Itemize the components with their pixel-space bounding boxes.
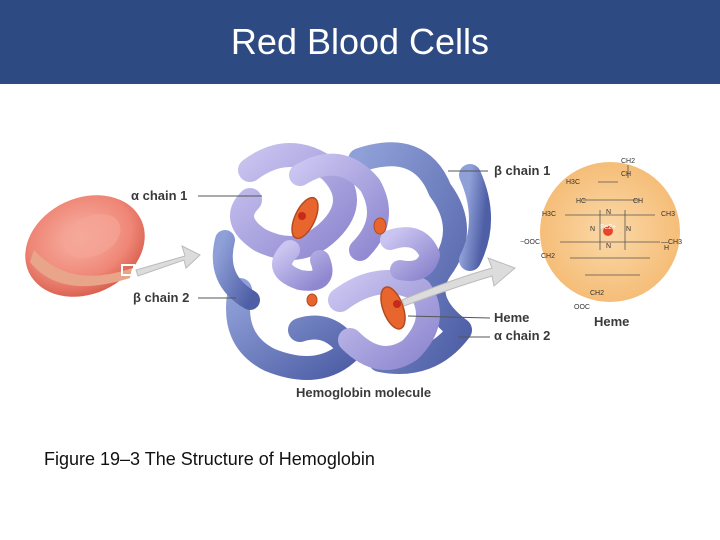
chem-fe: Fe2+ xyxy=(600,224,616,231)
chem-h3c-left: H3C xyxy=(542,211,556,218)
chem-n2: N xyxy=(590,226,595,233)
arrow-heme-to-detail xyxy=(401,257,516,307)
leader-lines xyxy=(198,170,491,338)
label-hemoglobin-molecule: Hemoglobin molecule xyxy=(296,385,431,400)
red-blood-cell xyxy=(25,195,145,297)
arrow-rbc-to-molecule xyxy=(135,245,201,277)
label-beta-chain-2: β chain 2 xyxy=(133,290,189,305)
heme-groups xyxy=(291,196,406,330)
slide-title: Red Blood Cells xyxy=(230,21,490,62)
chem-h3c-top: H3C xyxy=(566,179,580,186)
label-heme: Heme xyxy=(494,310,529,325)
hemoglobin-molecule xyxy=(212,142,491,380)
chem-ch-right: CH xyxy=(633,198,643,205)
chem-ch-top: CH xyxy=(621,171,631,178)
label-heme-detail: Heme xyxy=(594,314,629,329)
figure-caption: Figure 19–3 The Structure of Hemoglobin xyxy=(44,449,375,469)
chem-ch2-top: CH2 xyxy=(621,158,635,165)
chem-n4: N xyxy=(606,243,611,250)
chem-ooc-left: −OOC xyxy=(520,239,540,246)
chem-ch2-bottom: CH2 xyxy=(590,290,604,297)
heme-structure-detail: CH2 CH H3C H3C CH3 HC CH −OOC CH2 Fe2+ N… xyxy=(520,158,682,329)
chem-ooc-bottom: OOC xyxy=(574,304,590,311)
label-alpha-chain-1: α chain 1 xyxy=(131,188,187,203)
label-alpha-chain-2: α chain 2 xyxy=(494,328,550,343)
chem-hc: HC xyxy=(576,198,586,205)
title-bar xyxy=(0,0,720,84)
chem-n3: N xyxy=(626,226,631,233)
chem-h: H xyxy=(664,245,669,252)
chem-ch3-right: CH3 xyxy=(661,211,675,218)
chem-ch3-right2: —CH3 xyxy=(661,239,682,246)
chem-ch2-left: CH2 xyxy=(541,253,555,260)
chem-n1: N xyxy=(606,209,611,216)
label-beta-chain-1: β chain 1 xyxy=(494,163,550,178)
